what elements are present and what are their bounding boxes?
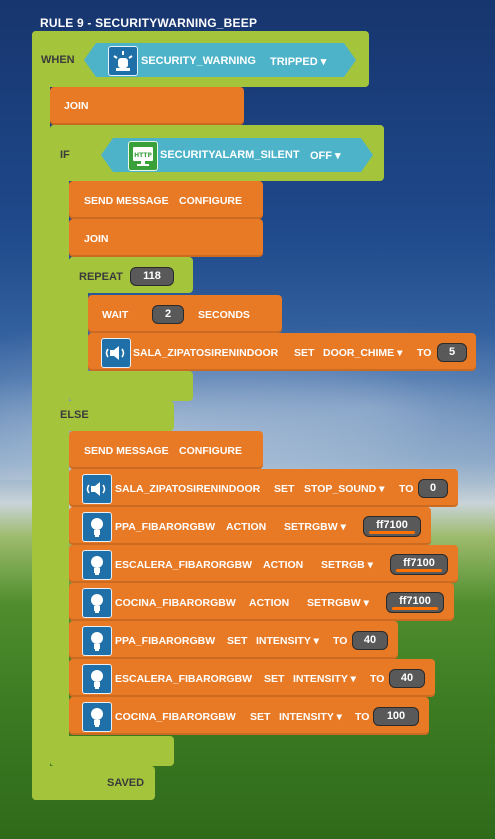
speaker-icon xyxy=(82,474,112,504)
intensity-to: TO xyxy=(355,711,370,723)
siren-chime-block[interactable] xyxy=(88,333,476,371)
repeat-block-arm xyxy=(69,257,88,401)
rgb-action-verb: ACTION xyxy=(249,597,290,609)
lightbulb-icon xyxy=(82,550,112,580)
intensity-verb: SET xyxy=(250,711,271,723)
if-block-footer xyxy=(50,736,174,766)
rgb-action-dropdown[interactable]: SETRGB xyxy=(321,559,373,571)
siren-stop-to: TO xyxy=(399,483,414,495)
join-label-inner: JOIN xyxy=(84,233,109,245)
lightbulb-icon xyxy=(82,626,112,656)
intensity-verb: SET xyxy=(264,673,285,685)
rgb-action-value-text: ff7100 xyxy=(403,557,435,569)
rgb-action-value[interactable]: ff7100 xyxy=(386,592,444,613)
lightbulb-icon xyxy=(82,664,112,694)
siren-stop-verb: SET xyxy=(274,483,295,495)
join-block[interactable] xyxy=(50,87,244,125)
lightbulb-icon xyxy=(82,512,112,542)
rgb-action-dropdown[interactable]: SETRGBW xyxy=(284,521,346,533)
join-block-inner[interactable] xyxy=(69,219,263,257)
intensity-value[interactable]: 100 xyxy=(373,707,419,726)
rgb-action-device: PPA_FIBARORGBW xyxy=(115,521,216,533)
intensity-device: PPA_FIBARORGBW xyxy=(115,635,216,647)
siren-chime-to: TO xyxy=(417,347,432,359)
rgb-action-value[interactable]: ff7100 xyxy=(390,554,448,575)
trigger-device: SECURITY_WARNING xyxy=(141,55,256,67)
intensity-property-dropdown[interactable]: INTENSITY xyxy=(279,711,342,723)
siren-chime-value[interactable]: 5 xyxy=(437,343,467,362)
lightbulb-icon xyxy=(82,702,112,732)
send-message-target: CONFIGURE xyxy=(179,195,242,207)
intensity-to: TO xyxy=(370,673,385,685)
siren-chime-device: SALA_ZIPATOSIRENINDOOR xyxy=(133,347,279,359)
trigger-state-dropdown[interactable]: TRIPPED xyxy=(270,55,326,68)
siren-stop-block[interactable] xyxy=(69,469,458,507)
intensity-value[interactable]: 40 xyxy=(389,669,425,688)
rgb-color-swatch xyxy=(392,607,438,610)
rgb-action-verb: ACTION xyxy=(263,559,304,571)
else-send-message-target: CONFIGURE xyxy=(179,445,242,457)
send-message-label: SEND MESSAGE xyxy=(84,195,169,207)
rgb-color-swatch xyxy=(369,531,415,534)
intensity-to: TO xyxy=(333,635,348,647)
intensity-block[interactable] xyxy=(69,697,429,735)
rule-title: RULE 9 - SECURITYWARNING_BEEP xyxy=(40,16,258,30)
saved-label: SAVED xyxy=(107,777,145,789)
when-block-arm xyxy=(32,31,50,800)
intensity-block[interactable] xyxy=(69,621,398,659)
repeat-block-footer xyxy=(69,371,193,401)
siren-chime-property-dropdown[interactable]: DOOR_CHIME xyxy=(323,347,402,359)
rgb-action-verb: ACTION xyxy=(226,521,267,533)
wait-label: WAIT xyxy=(102,309,129,321)
wait-unit: SECONDS xyxy=(198,309,250,321)
if-label: IF xyxy=(60,149,70,161)
condition-device: SECURITYALARM_SILENT xyxy=(160,149,300,161)
alarm-light-icon xyxy=(108,46,138,76)
rgb-action-device: ESCALERA_FIBARORGBW xyxy=(115,559,253,571)
rgb-action-value-text: ff7100 xyxy=(376,519,408,531)
when-block-footer[interactable] xyxy=(32,766,155,800)
intensity-block[interactable] xyxy=(69,659,435,697)
lightbulb-icon xyxy=(82,588,112,618)
intensity-property-dropdown[interactable]: INTENSITY xyxy=(293,673,356,685)
wait-block[interactable] xyxy=(88,295,282,333)
siren-stop-device: SALA_ZIPATOSIRENINDOOR xyxy=(115,483,261,495)
rgb-action-dropdown[interactable]: SETRGBW xyxy=(307,597,369,609)
rgb-action-device: COCINA_FIBARORGBW xyxy=(115,597,236,609)
siren-stop-property-dropdown[interactable]: STOP_SOUND xyxy=(304,483,384,495)
http-monitor-icon: HTTP xyxy=(128,141,158,171)
intensity-value[interactable]: 40 xyxy=(352,631,388,650)
else-send-message-label: SEND MESSAGE xyxy=(84,445,169,457)
rgb-color-swatch xyxy=(396,569,442,572)
else-label: ELSE xyxy=(60,409,89,421)
repeat-label: REPEAT xyxy=(79,271,123,283)
when-label: WHEN xyxy=(41,54,75,66)
repeat-count[interactable]: 118 xyxy=(130,267,174,286)
siren-chime-verb: SET xyxy=(294,347,315,359)
else-send-message-block[interactable] xyxy=(69,431,263,469)
condition-state-dropdown[interactable]: OFF xyxy=(310,149,341,162)
rgb-action-value-text: ff7100 xyxy=(399,595,431,607)
if-else-row[interactable] xyxy=(50,401,174,431)
join-label: JOIN xyxy=(64,100,89,112)
svg-text:HTTP: HTTP xyxy=(134,152,152,159)
intensity-verb: SET xyxy=(227,635,248,647)
intensity-device: ESCALERA_FIBARORGBW xyxy=(115,673,253,685)
siren-stop-value[interactable]: 0 xyxy=(418,479,448,498)
send-message-block[interactable] xyxy=(69,181,263,219)
speaker-icon xyxy=(101,338,131,368)
rgb-action-value[interactable]: ff7100 xyxy=(363,516,421,537)
if-block-arm xyxy=(50,125,69,765)
intensity-property-dropdown[interactable]: INTENSITY xyxy=(256,635,319,647)
wait-value[interactable]: 2 xyxy=(152,305,184,324)
intensity-device: COCINA_FIBARORGBW xyxy=(115,711,236,723)
